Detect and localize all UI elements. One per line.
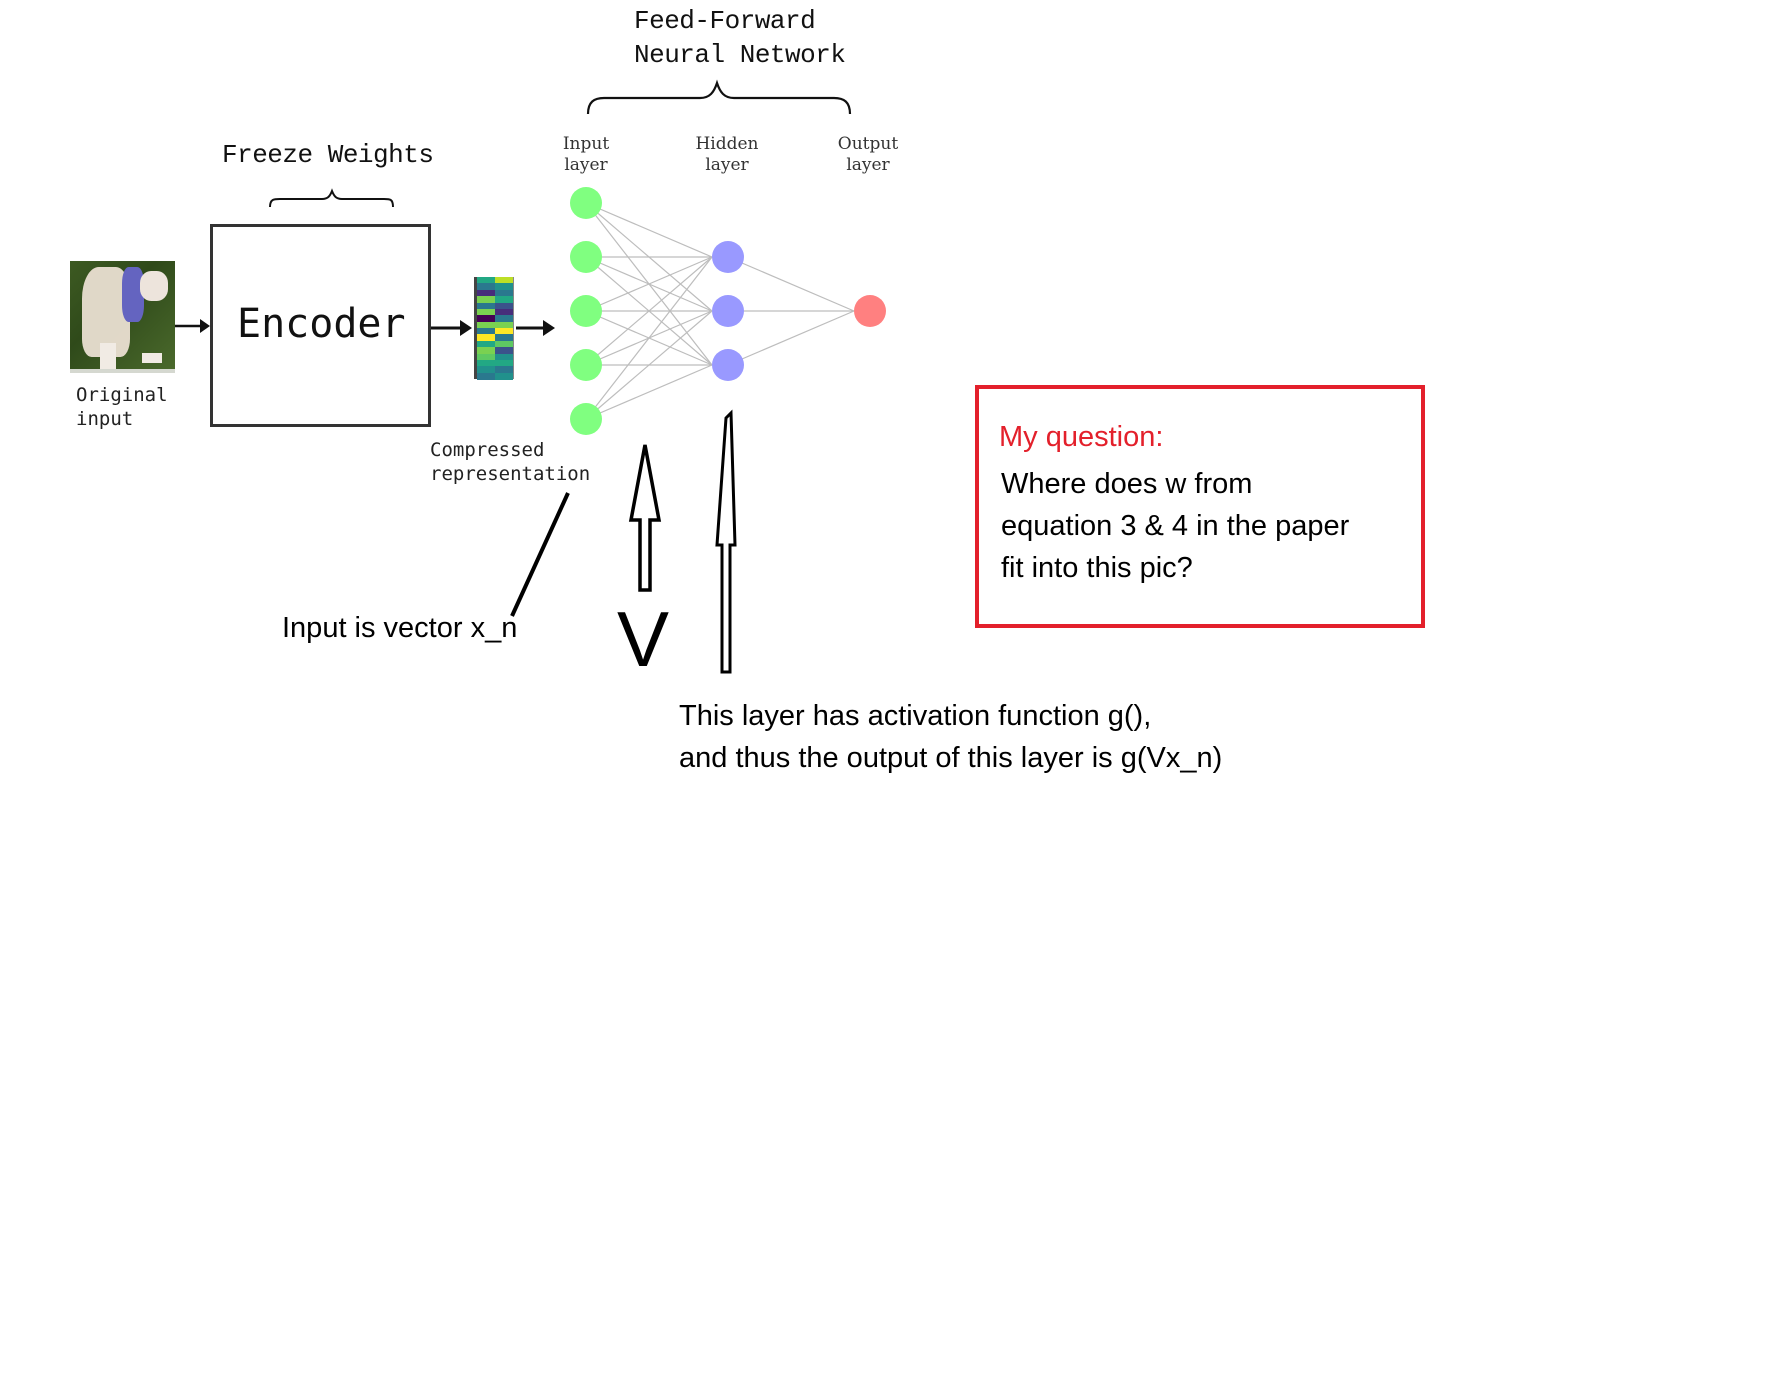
hidden-layer-label-line1: Hidden: [695, 134, 759, 154]
input-layer-label: Input layer: [531, 134, 641, 176]
ffnn-brace: [586, 79, 852, 115]
activation-annotation-line1: This layer has activation function g(),: [679, 700, 1152, 732]
vector-cell: [477, 283, 495, 291]
vector-cell: [495, 359, 513, 367]
original-input-image: [70, 261, 175, 373]
vector-cell: [495, 277, 513, 284]
ffnn-title-line2: Neural Network: [634, 40, 846, 70]
network-edge: [727, 310, 855, 366]
freeze-weights-label: Freeze Weights: [222, 140, 434, 170]
hidden-layer-pointer-arrow: [715, 409, 737, 674]
vector-cell: [495, 340, 513, 348]
output-layer-label-line2: layer: [846, 155, 890, 175]
output-layer-label-line1: Output: [837, 134, 899, 154]
vector-cell: [495, 334, 513, 342]
compressed-vector-right-column: [495, 277, 513, 380]
vector-cell: [495, 289, 513, 297]
vector-cell: [495, 308, 513, 316]
encoder-box: Encoder: [210, 224, 431, 427]
input-layer-node: [570, 295, 602, 327]
vector-cell: [477, 328, 495, 335]
pointer-line-input-vector: [510, 492, 570, 617]
vector-cell: [477, 308, 495, 316]
vector-cell: [477, 334, 495, 342]
compressed-label-line2: representation: [430, 463, 591, 485]
network-edge: [585, 256, 713, 312]
network-edge: [585, 202, 713, 258]
compressed-label-line1: Compressed: [430, 439, 545, 461]
question-box: My question: Where does w from equation …: [975, 385, 1425, 628]
dog-head-shape: [140, 271, 168, 301]
vector-cell: [477, 289, 495, 297]
vector-cell: [477, 347, 495, 354]
vector-cell: [495, 302, 513, 310]
vector-cell: [495, 347, 513, 354]
arrow-input-to-encoder: [175, 319, 210, 333]
network-edge: [585, 256, 713, 366]
weight-matrix-v-label: V: [617, 595, 670, 683]
input-vector-annotation: Input is vector x_n: [282, 612, 518, 644]
compressed-vector-left-column: [477, 277, 495, 380]
vector-cell: [495, 353, 513, 361]
vector-cell: [477, 359, 495, 367]
vector-cell: [495, 321, 513, 329]
vector-cell: [495, 328, 513, 335]
hidden-layer-label-line2: layer: [705, 155, 749, 175]
activation-annotation-line2: and thus the output of this layer is g(V…: [679, 742, 1223, 774]
vector-cell: [477, 296, 495, 303]
hidden-layer-node: [712, 295, 744, 327]
network-edge: [585, 364, 713, 420]
encoder-label: Encoder: [237, 301, 406, 347]
vector-cell: [477, 353, 495, 361]
vector-cell: [495, 296, 513, 303]
input-layer-node: [570, 187, 602, 219]
input-layer-label-line2: layer: [564, 155, 608, 175]
dog-blue-patch: [122, 267, 144, 322]
image-bottom-edge: [70, 369, 175, 373]
vector-cell: [477, 366, 495, 374]
input-layer-node: [570, 349, 602, 381]
question-title: My question:: [999, 421, 1164, 453]
hidden-layer-node: [712, 241, 744, 273]
network-edge: [727, 256, 855, 312]
input-layer-node: [570, 241, 602, 273]
hidden-layer-node: [712, 349, 744, 381]
network-edge: [585, 310, 713, 420]
original-input-label-line2: input: [76, 408, 134, 430]
dog-paw-shape: [142, 353, 162, 363]
vector-cell: [477, 321, 495, 329]
v-weights-arrow: [628, 444, 662, 592]
vector-cell: [495, 283, 513, 291]
question-line1: Where does w from: [1001, 468, 1253, 500]
vector-cell: [477, 277, 495, 284]
network-edges: [585, 202, 855, 420]
dog-leg-shape: [100, 343, 116, 369]
freeze-weights-brace: [269, 188, 394, 208]
vector-cell: [477, 302, 495, 310]
arrow-encoder-to-vector: [431, 320, 472, 336]
ffnn-title-line1: Feed-Forward: [634, 6, 816, 36]
network-nodes: [570, 187, 886, 435]
network-edge: [585, 256, 713, 420]
output-layer-node: [854, 295, 886, 327]
question-line2: equation 3 & 4 in the paper: [1001, 510, 1350, 542]
input-layer-label-line1: Input: [562, 134, 610, 154]
output-layer-label: Output layer: [813, 134, 923, 176]
vector-cell: [477, 372, 495, 380]
question-line3: fit into this pic?: [1001, 552, 1193, 584]
vector-cell: [495, 315, 513, 323]
hidden-layer-label: Hidden layer: [672, 134, 782, 176]
vector-cell: [495, 366, 513, 374]
vector-cell: [495, 372, 513, 380]
arrow-vector-to-network: [516, 320, 555, 336]
vector-cell: [477, 315, 495, 323]
compressed-vector: [474, 277, 514, 380]
input-layer-node: [570, 403, 602, 435]
original-input-label-line1: Original: [76, 384, 168, 406]
vector-cell: [477, 340, 495, 348]
